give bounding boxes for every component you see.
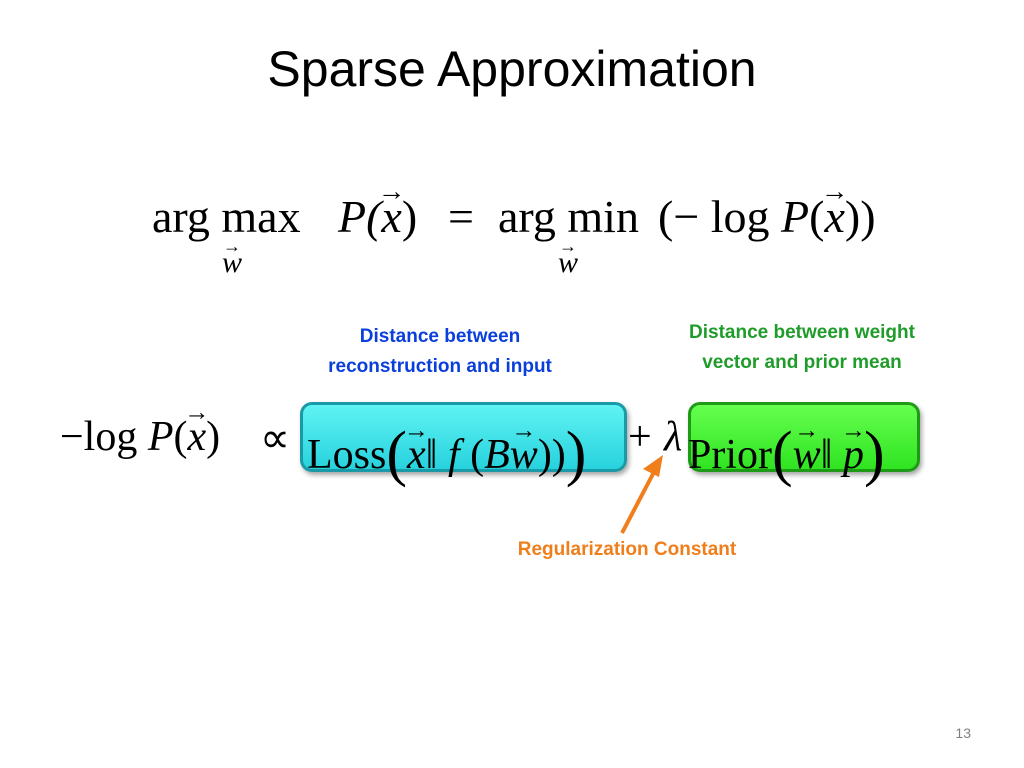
equation-argmax: arg max P(x) = arg min (− log P(x)) w w bbox=[150, 190, 930, 280]
loss-annotation-line2: reconstruction and input bbox=[328, 356, 552, 377]
loss-parallel: ‖ bbox=[425, 432, 438, 478]
regularization-label: Regularization Constant bbox=[517, 539, 737, 560]
eq1-rhs: (− log P(x)) bbox=[658, 190, 876, 243]
proportional-symbol: ∝ bbox=[260, 416, 291, 462]
eq1-lhs-x-vector: x bbox=[381, 190, 401, 243]
argmin-operator: arg min bbox=[498, 191, 639, 242]
loss-b: B bbox=[484, 432, 510, 478]
prior-annotation: Distance between weight vector and prior… bbox=[662, 318, 942, 378]
argmin-subscript-w: w bbox=[558, 246, 578, 280]
eq1-rhs-open: (− log bbox=[658, 191, 782, 242]
eq1-rhs-p: P bbox=[781, 191, 810, 242]
loss-annotation-line1: Distance between bbox=[359, 326, 521, 347]
eq2-lhs: −log P(x) bbox=[60, 413, 220, 461]
prior-annotation-line2: vector and prior mean bbox=[702, 352, 902, 373]
loss-right-paren: ) bbox=[565, 420, 587, 488]
loss-x-vector: x bbox=[407, 431, 426, 479]
prior-left-paren: ( bbox=[772, 420, 793, 488]
eq2-close: ) bbox=[206, 414, 221, 460]
loss-f-close: )) bbox=[537, 432, 566, 478]
argmax-subscript-w: w bbox=[222, 246, 242, 280]
loss-highlight-box bbox=[300, 402, 627, 472]
equation-loss-prior: −log P(x) ∝ Loss(x‖ f (Bw))) + λ Prior(w… bbox=[60, 403, 940, 488]
loss-label: Loss bbox=[307, 432, 387, 478]
eq1-lhs-close: ) bbox=[401, 191, 418, 242]
eq1-lhs: P(x) bbox=[338, 190, 417, 243]
prior-term: Prior(w‖ p) bbox=[688, 413, 885, 488]
prior-annotation-line1: Distance between weight bbox=[689, 322, 915, 343]
eq1-lhs-p: P( bbox=[338, 191, 382, 242]
prior-parallel: ‖ bbox=[820, 432, 833, 478]
loss-w-vector: w bbox=[510, 431, 538, 479]
eq2-p: P bbox=[147, 414, 174, 460]
loss-f-open: ( bbox=[470, 432, 485, 478]
arrow-head bbox=[643, 455, 663, 477]
slide-title: Sparse Approximation bbox=[267, 41, 757, 97]
prior-p-vector: p bbox=[843, 431, 864, 479]
page-number: 13 bbox=[955, 725, 971, 741]
prior-right-paren: ) bbox=[863, 420, 885, 488]
arrow-shaft bbox=[620, 471, 656, 534]
plus-sign: + bbox=[628, 414, 652, 460]
prior-label: Prior bbox=[688, 432, 772, 478]
eq1-rhs-x-vector: x bbox=[824, 190, 844, 243]
eq1-rhs-close: )) bbox=[844, 191, 876, 242]
loss-f: f bbox=[447, 432, 460, 478]
eq2-minus-log: −log bbox=[60, 414, 148, 460]
loss-annotation: Distance between reconstruction and inpu… bbox=[300, 322, 580, 382]
loss-left-paren: ( bbox=[386, 420, 408, 488]
lambda-symbol: λ bbox=[664, 414, 683, 460]
eq1-equals: = bbox=[448, 191, 474, 242]
eq2-x-vector: x bbox=[188, 413, 207, 461]
prior-w-vector: w bbox=[793, 431, 821, 479]
loss-term: Loss(x‖ f (Bw))) bbox=[307, 413, 586, 488]
argmax-operator: arg max bbox=[152, 191, 301, 242]
